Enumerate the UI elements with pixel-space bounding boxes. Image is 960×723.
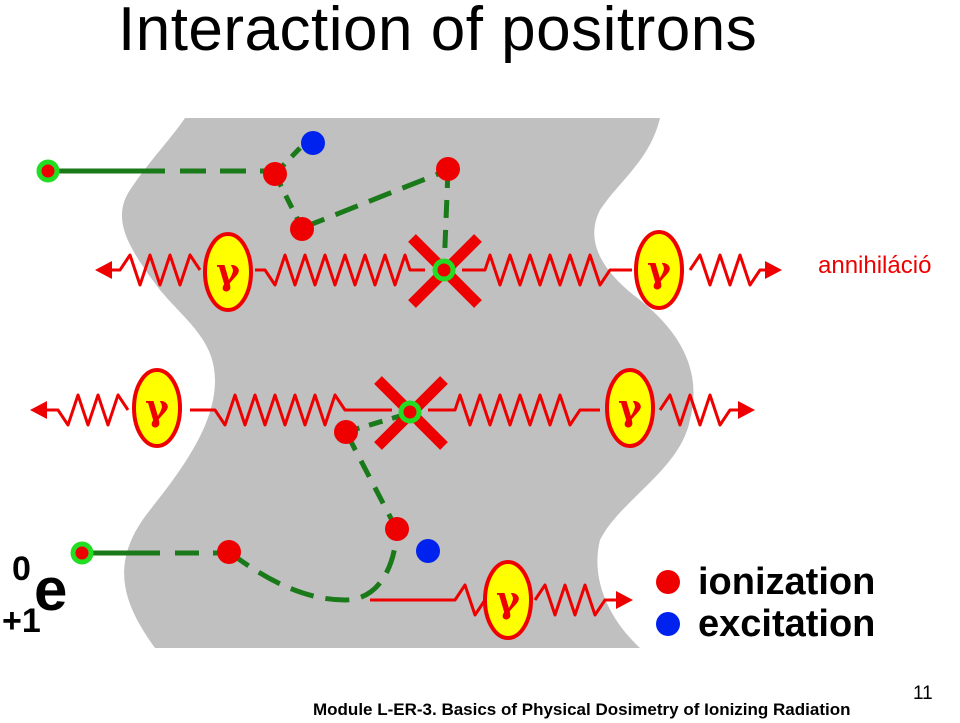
legend-label: ionization (698, 560, 876, 603)
excitation-legend-dot (656, 612, 680, 636)
gamma-label: γ (496, 579, 520, 621)
legend-item-ionization: ionization (656, 560, 876, 603)
gamma-badge (132, 368, 182, 448)
gamma-label: γ (618, 387, 642, 429)
gamma-waves (42, 253, 772, 617)
excitation-dots (301, 131, 440, 563)
footer-text: Module L-ER-3. Basics of Physical Dosime… (313, 700, 851, 719)
annihilation-point-middle (398, 400, 422, 424)
positron-start-bottom (70, 541, 94, 565)
annihilation-label: annihiláció (818, 252, 932, 279)
ionization-dot (217, 540, 241, 564)
gamma-arrowheads (30, 261, 782, 609)
absorber-medium (121, 118, 694, 648)
ionization-dots (217, 157, 460, 564)
ionization-dot (263, 162, 287, 186)
gamma-badge (203, 232, 253, 312)
legend-item-excitation: excitation (656, 602, 876, 645)
gamma-badge (483, 560, 533, 640)
gamma-symbols: γ γ γ γ γ (145, 249, 671, 621)
positron-nodes (36, 159, 456, 565)
gamma-label: γ (216, 251, 240, 293)
page-title: Interaction of positrons (118, 0, 758, 64)
gamma-label: γ (647, 249, 671, 291)
positron-superscript: 0 (12, 550, 31, 588)
legend-label: excitation (698, 602, 876, 645)
positron-start-top (36, 159, 60, 183)
gamma-badges (132, 230, 684, 640)
ionization-dot (385, 517, 409, 541)
gamma-badge (634, 230, 684, 310)
excitation-dot (301, 131, 325, 155)
positron-subscript: +1 (2, 602, 41, 640)
gamma-label: γ (145, 387, 169, 429)
excitation-dot (416, 539, 440, 563)
page-number: 11 (913, 683, 933, 704)
ionization-dot (290, 217, 314, 241)
ionization-dot (334, 420, 358, 444)
gamma-badge (605, 368, 655, 448)
positron-symbol: e (34, 556, 68, 623)
annihilation-point-top (432, 258, 456, 282)
ionization-legend-dot (656, 570, 680, 594)
ionization-dot (436, 157, 460, 181)
